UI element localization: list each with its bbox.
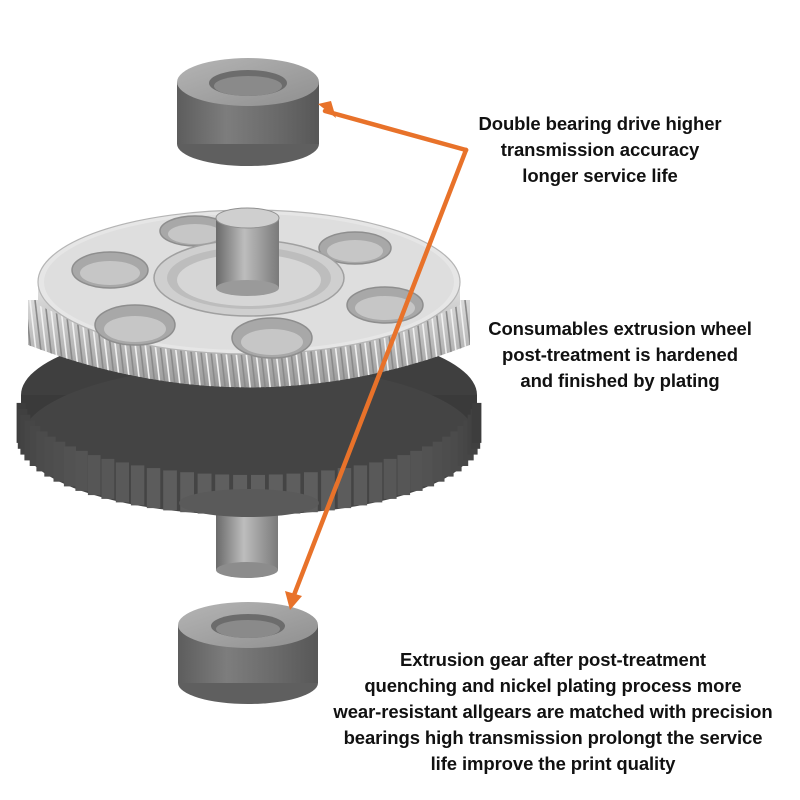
- arrow-icon: [291, 108, 469, 598]
- gear-tooth: [36, 431, 48, 472]
- gear-tooth: [101, 458, 115, 499]
- gear-tooth: [369, 462, 383, 503]
- callout-line: bearings high transmission prolongt the …: [343, 727, 763, 748]
- gear-tooth: [450, 431, 462, 472]
- arrowheads: [285, 101, 336, 610]
- gear-tooth: [24, 420, 35, 461]
- gear-tooth: [53, 441, 66, 482]
- gear-tooth: [353, 465, 368, 506]
- callout-line: Double bearing drive higher: [478, 113, 722, 134]
- gear-tooth: [432, 441, 445, 482]
- gear-tooth: [163, 470, 177, 511]
- callout-double-bearing: Double bearing drive higher transmission…: [440, 111, 760, 189]
- callout-line: longer service life: [522, 165, 678, 186]
- callout-line: and finished by plating: [520, 370, 720, 391]
- helical-tooth: [464, 300, 470, 388]
- gear-tooth: [130, 465, 145, 506]
- callout-extrusion-gear: Extrusion gear after post-treatment quen…: [318, 647, 788, 777]
- top-bearing-icon: [177, 58, 319, 166]
- gear-tooth: [146, 468, 161, 509]
- helical-tooth: [64, 300, 80, 388]
- bottom-bearing-icon: [178, 602, 318, 704]
- extrusion-gear-icon: [16, 207, 482, 578]
- gear-tooth: [63, 446, 76, 487]
- callout-line: Consumables extrusion wheel: [488, 318, 752, 339]
- callout-line: Extrusion gear after post-treatment: [400, 649, 706, 670]
- callout-line: transmission accuracy: [500, 139, 700, 160]
- callout-line: post-treatment is hardened: [502, 344, 738, 365]
- gear-tooth: [457, 426, 469, 466]
- gear-tooth: [29, 426, 41, 466]
- gear-tooth: [75, 450, 88, 491]
- callout-line: quenching and nickel plating process mor…: [364, 675, 742, 696]
- callout-extrusion-wheel: Consumables extrusion wheel post-treatme…: [460, 316, 780, 394]
- callout-line: wear-resistant allgears are matched with…: [333, 701, 773, 722]
- gear-tooth: [442, 436, 454, 477]
- gear-tooth: [397, 455, 411, 496]
- gear-tooth: [422, 446, 435, 487]
- gear-tooth: [383, 458, 397, 499]
- gear-tooth: [472, 402, 482, 443]
- gear-tooth: [410, 450, 423, 491]
- gear-tooth: [87, 455, 101, 496]
- callout-line: life improve the print quality: [430, 753, 676, 774]
- gear-tooth: [44, 436, 56, 477]
- gear-tooth: [115, 462, 129, 503]
